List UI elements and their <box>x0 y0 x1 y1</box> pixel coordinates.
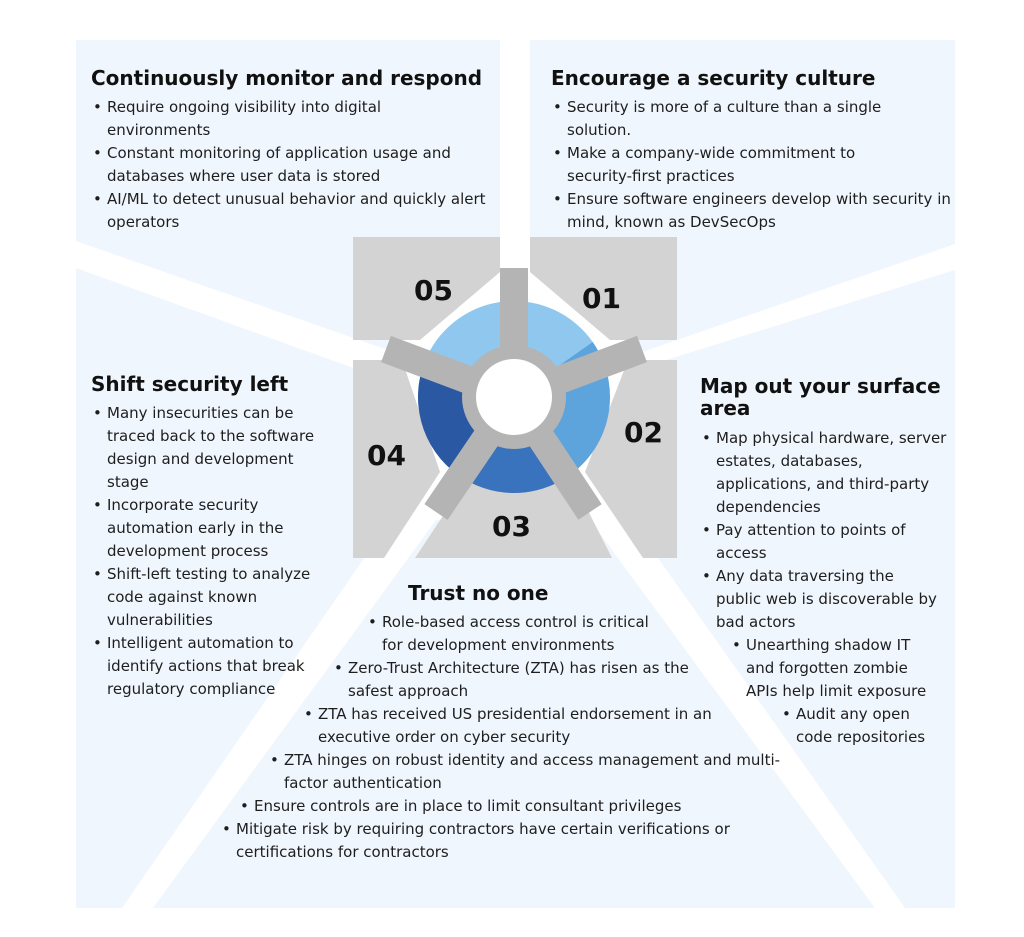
list-item: Many insecurities can be traced back to … <box>91 402 332 494</box>
list-item: Security is more of a culture than a sin… <box>551 96 917 142</box>
section-continuous-monitoring: Continuously monitor and respond Require… <box>91 66 491 234</box>
number-05: 05 <box>414 274 453 307</box>
list-item: Mitigate risk by requiring contractors h… <box>220 818 771 864</box>
number-03: 03 <box>492 510 531 543</box>
list-item: Role-based access control is critical fo… <box>366 611 652 657</box>
list-item: ZTA has received US presidential endorse… <box>302 703 748 749</box>
bullet-list: Many insecurities can be traced back to … <box>91 402 331 701</box>
list-item: Require ongoing visibility into digital … <box>91 96 397 142</box>
list-item: Incorporate security automation early in… <box>91 494 317 563</box>
tab-04 <box>353 360 440 558</box>
list-item: Zero-Trust Architecture (ZTA) has risen … <box>332 657 728 703</box>
tab-05 <box>353 237 500 340</box>
list-item: Intelligent automation to identify actio… <box>91 632 332 701</box>
section-trust-no-one: Trust no one Role-based access control i… <box>220 581 780 864</box>
number-01: 01 <box>582 282 621 315</box>
section-title: Trust no one <box>408 581 549 605</box>
hub-center <box>476 359 552 435</box>
list-item: Audit any open code repositories <box>780 703 936 749</box>
bullet-list: Require ongoing visibility into digital … <box>91 96 491 234</box>
tab-01 <box>530 237 677 340</box>
number-tabs <box>353 237 677 558</box>
list-item: ZTA hinges on robust identity and access… <box>268 749 784 795</box>
list-item: Shift-left testing to analyze code again… <box>91 563 337 632</box>
number-02: 02 <box>624 416 663 449</box>
section-title: Map out your surface area <box>700 374 941 420</box>
number-04: 04 <box>367 439 406 472</box>
list-item: Make a company-wide commitment to securi… <box>551 142 907 188</box>
bullet-list: Role-based access control is critical fo… <box>220 611 780 864</box>
list-item: Ensure software engineers develop with s… <box>551 188 962 234</box>
section-title: Encourage a security culture <box>551 66 876 90</box>
tab-02 <box>585 360 677 558</box>
bullet-list: Map physical hardware, server estates, d… <box>700 427 950 749</box>
section-surface-area: Map out your surface area Map physical h… <box>700 375 950 749</box>
section-title: Continuously monitor and respond <box>91 66 483 90</box>
bullet-list: Security is more of a culture than a sin… <box>551 96 951 234</box>
list-item: Map physical hardware, server estates, d… <box>700 427 951 519</box>
section-security-culture: Encourage a security culture Security is… <box>551 66 951 234</box>
section-shift-left: Shift security left Many insecurities ca… <box>91 372 331 701</box>
list-item: Ensure controls are in place to limit co… <box>238 795 754 818</box>
list-item: Unearthing shadow IT and forgotten zombi… <box>730 634 936 703</box>
list-item: Any data traversing the public web is di… <box>700 565 941 634</box>
list-item: Constant monitoring of application usage… <box>91 142 497 188</box>
list-item: AI/ML to detect unusual behavior and qui… <box>91 188 497 234</box>
list-item: Pay attention to points of access <box>700 519 936 565</box>
section-title: Shift security left <box>91 372 289 396</box>
